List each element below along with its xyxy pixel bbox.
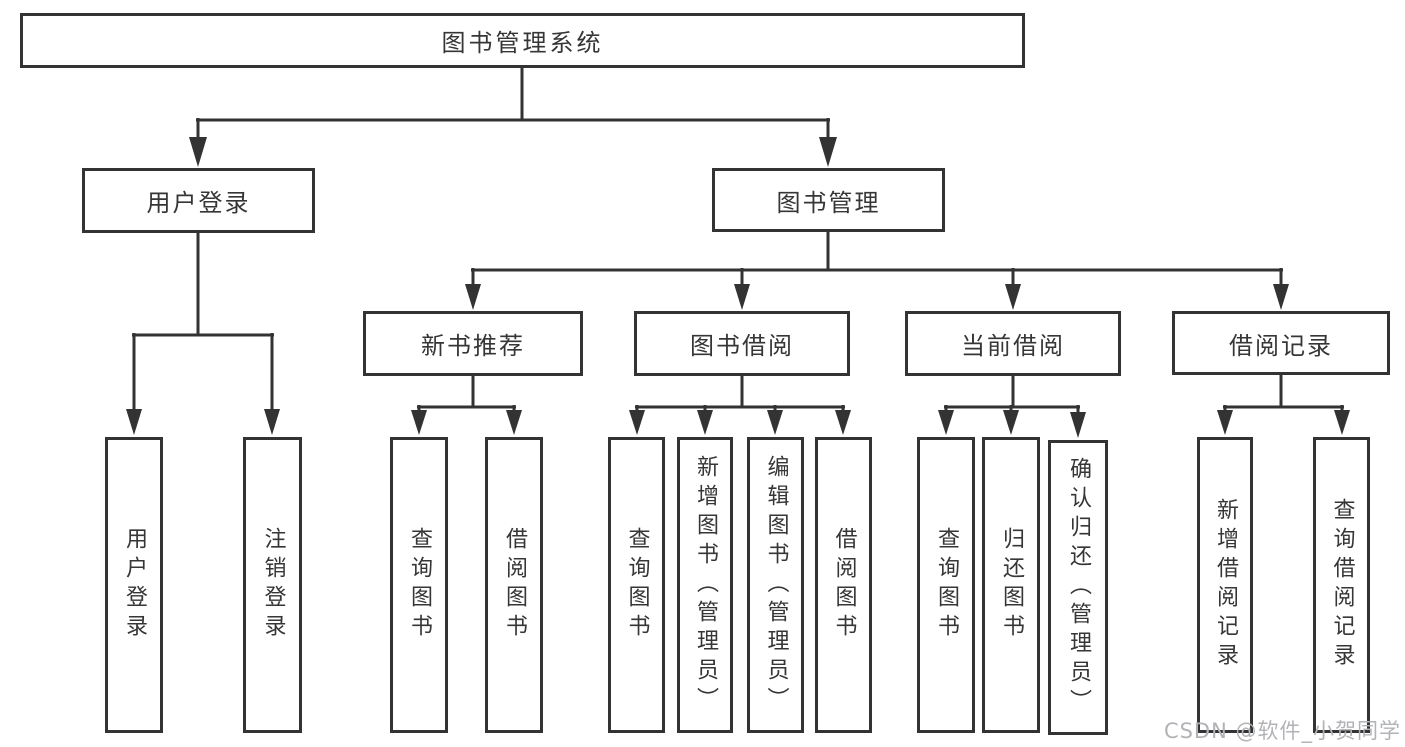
- node-borrow-records: 借阅记录: [1172, 311, 1390, 375]
- arrowhead-icon: [189, 137, 207, 167]
- connector-root-to-level2: [189, 68, 837, 167]
- arrowhead-icon: [819, 137, 837, 167]
- connector-records-to-leaves: [1217, 375, 1350, 435]
- leaf-borrow-edit-book-admin: 编辑图书（管理员）: [747, 437, 804, 733]
- leaf-current-confirm-return-admin: 确认归还（管理员）: [1048, 440, 1108, 735]
- arrowhead-icon: [734, 284, 750, 310]
- connector-userlogin-to-leaves: [126, 233, 280, 435]
- node-library-management-system: 图书管理系统: [20, 13, 1025, 68]
- leaf-records-query-record: 查询借阅记录: [1313, 437, 1370, 733]
- arrowhead-icon: [1273, 284, 1289, 310]
- arrowhead-icon: [697, 410, 713, 435]
- arrowhead-icon: [126, 409, 142, 435]
- leaf-borrow-add-book-admin: 新增图书（管理员）: [677, 437, 733, 733]
- node-new-book-recommend: 新书推荐: [363, 311, 583, 376]
- arrowhead-icon: [938, 410, 954, 435]
- arrowhead-icon: [465, 284, 481, 310]
- node-book-management: 图书管理: [712, 168, 945, 232]
- arrowhead-icon: [1070, 412, 1086, 438]
- leaf-borrow-borrow-book: 借阅图书: [815, 437, 872, 733]
- connector-recommend-to-leaves: [411, 376, 522, 435]
- arrowhead-icon: [629, 410, 645, 435]
- arrowhead-icon: [1003, 410, 1019, 435]
- arrowhead-icon: [767, 410, 783, 435]
- connector-bookmgmt-to-level3: [465, 232, 1289, 310]
- leaf-records-add-record: 新增借阅记录: [1197, 437, 1253, 733]
- leaf-current-return-book: 归还图书: [982, 437, 1040, 733]
- node-user-login-branch: 用户登录: [82, 168, 315, 233]
- leaf-logout: 注销登录: [243, 437, 302, 733]
- leaf-recommend-borrow-book: 借阅图书: [485, 437, 543, 733]
- leaf-recommend-query-book: 查询图书: [390, 437, 448, 733]
- arrowhead-icon: [1334, 410, 1350, 435]
- leaf-current-query-book: 查询图书: [917, 437, 975, 733]
- arrowhead-icon: [1005, 284, 1021, 310]
- leaf-borrow-query-book: 查询图书: [608, 437, 665, 733]
- arrowhead-icon: [506, 410, 522, 435]
- connector-currentborrow-to-leaves: [938, 376, 1086, 438]
- arrowhead-icon: [835, 410, 851, 435]
- arrowhead-icon: [411, 410, 427, 435]
- arrowhead-icon: [264, 409, 280, 435]
- node-current-borrow: 当前借阅: [905, 311, 1121, 376]
- leaf-user-login: 用户登录: [105, 437, 163, 733]
- connector-bookborrow-to-leaves: [629, 376, 851, 435]
- arrowhead-icon: [1217, 410, 1233, 435]
- csdn-watermark: CSDN @软件_小贺同学: [1163, 719, 1401, 743]
- node-book-borrow: 图书借阅: [634, 311, 850, 376]
